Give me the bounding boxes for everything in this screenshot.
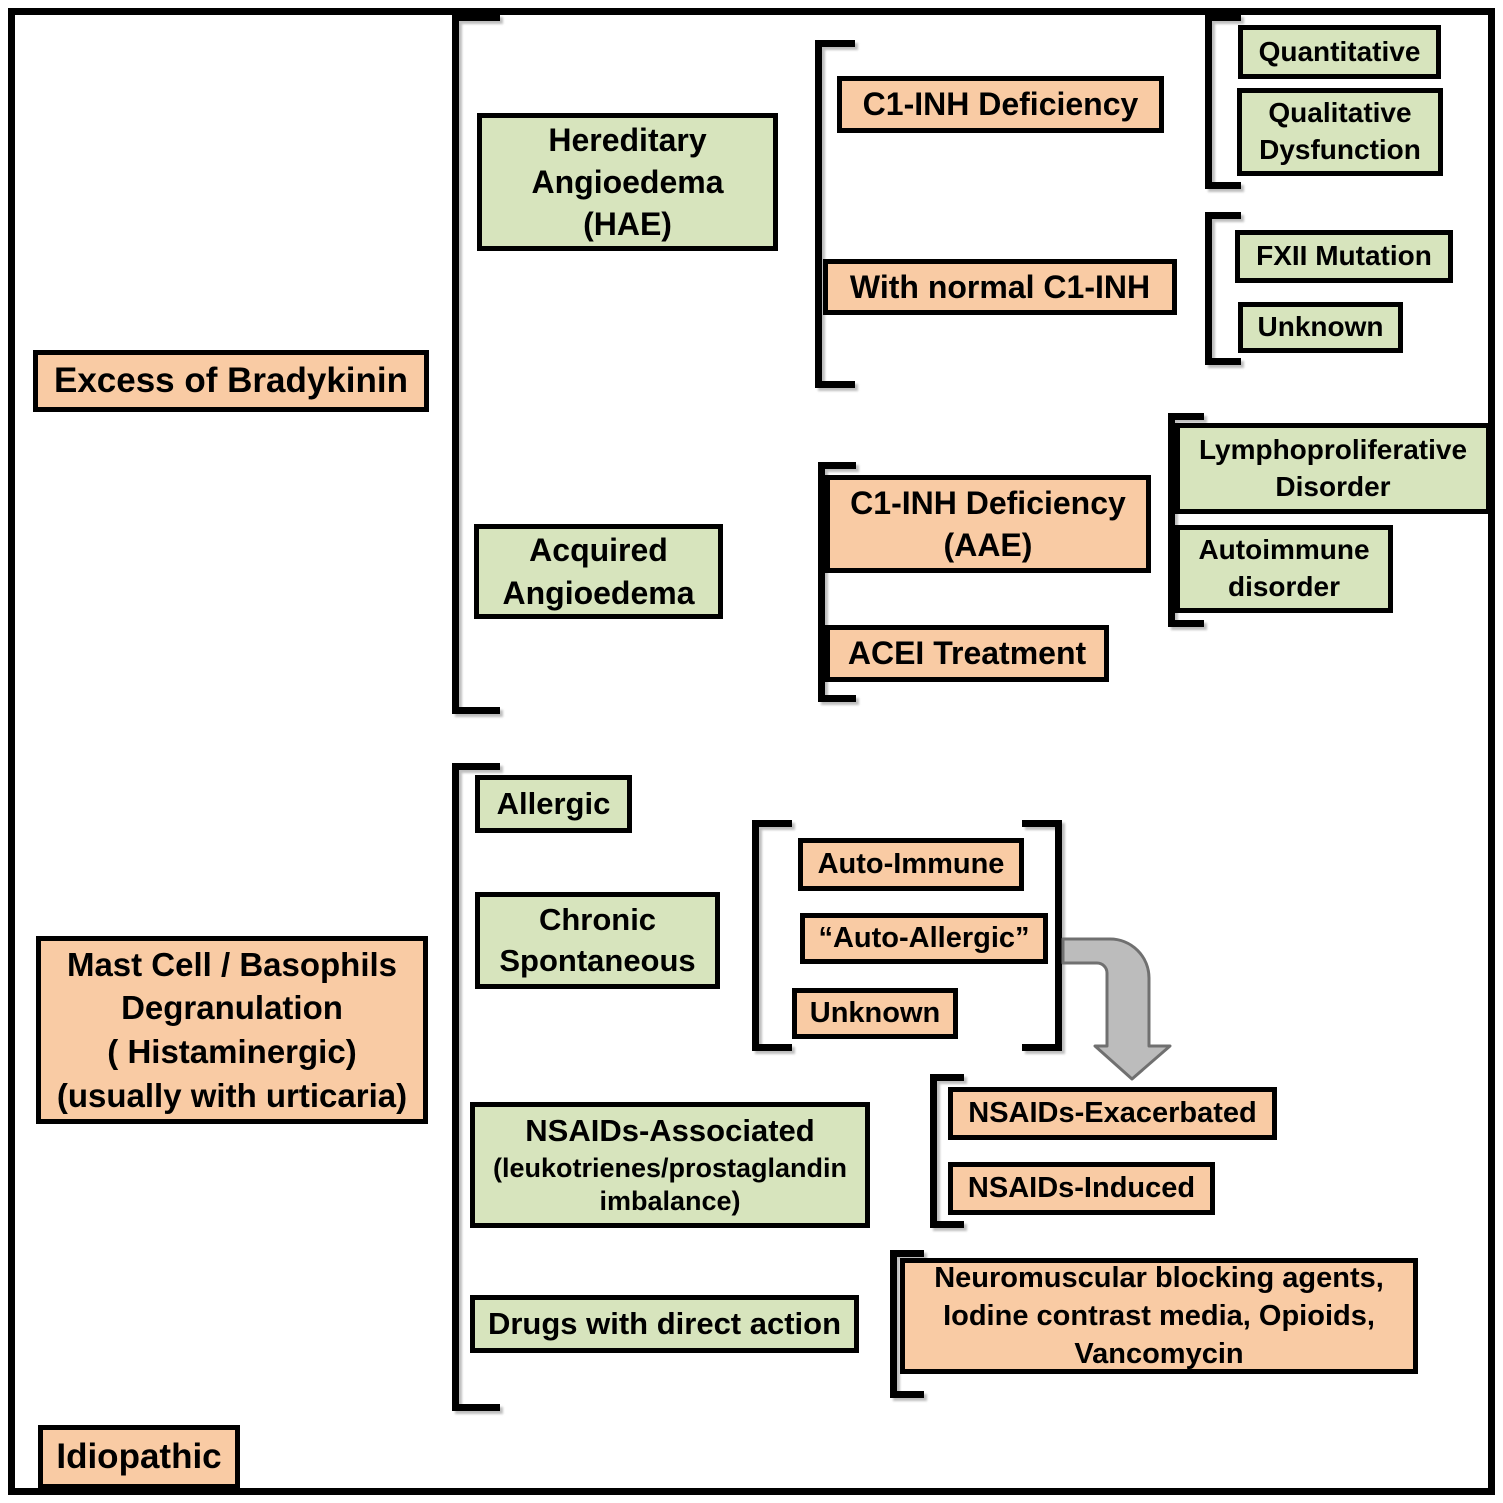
bracket-mast-cell-group	[452, 763, 500, 1411]
bracket-nsaids-children	[930, 1074, 964, 1228]
nsaids-associated-title: NSAIDs-Associated	[525, 1112, 815, 1148]
box-chronic-spontaneous: Chronic Spontaneous	[475, 892, 720, 989]
box-acei-treatment: ACEI Treatment	[825, 625, 1109, 682]
box-drug-examples: Neuromuscular blocking agents, Iodine co…	[900, 1258, 1418, 1374]
bracket-c1-inh-deficiency-children	[1205, 14, 1241, 189]
box-qualitative-dysfunction: Qualitative Dysfunction	[1237, 88, 1443, 176]
box-drugs-with-direct-action: Drugs with direct action	[470, 1295, 859, 1353]
diagram-outer-border	[8, 8, 1495, 1495]
box-nsaids-induced: NSAIDs-Induced	[948, 1162, 1215, 1215]
bracket-normal-c1-inh-children	[1205, 212, 1241, 365]
bracket-chronic-spontaneous-right	[1022, 820, 1062, 1051]
box-auto-allergic: “Auto-Allergic”	[800, 913, 1048, 964]
box-c1-inh-deficiency-aae: C1-INH Deficiency (AAE)	[825, 475, 1151, 573]
box-idiopathic: Idiopathic	[38, 1425, 240, 1489]
nsaids-associated-subtitle: (leukotrienes/prostaglandin imbalance)	[492, 1152, 848, 1217]
box-unknown-hae: Unknown	[1238, 302, 1403, 353]
box-nsaids-exacerbated: NSAIDs-Exacerbated	[948, 1087, 1277, 1140]
box-excess-of-bradykinin: Excess of Bradykinin	[33, 350, 429, 412]
box-autoimmune-disorder: Autoimmune disorder	[1175, 525, 1393, 613]
bracket-acquired-children	[818, 462, 856, 702]
box-mast-cell-degranulation: Mast Cell / Basophils Degranulation ( Hi…	[36, 936, 428, 1124]
bracket-drugs-children	[890, 1250, 924, 1398]
box-acquired-angioedema: Acquired Angioedema	[474, 524, 723, 619]
box-c1-inh-deficiency: C1-INH Deficiency	[837, 76, 1164, 133]
box-quantitative: Quantitative	[1238, 25, 1441, 79]
box-with-normal-c1-inh: With normal C1-INH	[823, 259, 1177, 315]
box-unknown-csu: Unknown	[792, 988, 958, 1039]
bracket-bradykinin-group	[452, 14, 500, 714]
bracket-chronic-spontaneous-left	[752, 820, 792, 1051]
box-allergic: Allergic	[475, 775, 632, 833]
box-hereditary-angioedema: Hereditary Angioedema (HAE)	[477, 113, 778, 251]
box-auto-immune: Auto-Immune	[798, 838, 1024, 891]
bracket-aae-children	[1168, 413, 1204, 627]
box-nsaids-associated: NSAIDs-Associated (leukotrienes/prostagl…	[470, 1102, 870, 1228]
bracket-hae-children	[815, 40, 855, 388]
box-fxii-mutation: FXII Mutation	[1235, 230, 1453, 283]
box-lymphoproliferative-disorder: Lymphoproliferative Disorder	[1175, 423, 1491, 514]
